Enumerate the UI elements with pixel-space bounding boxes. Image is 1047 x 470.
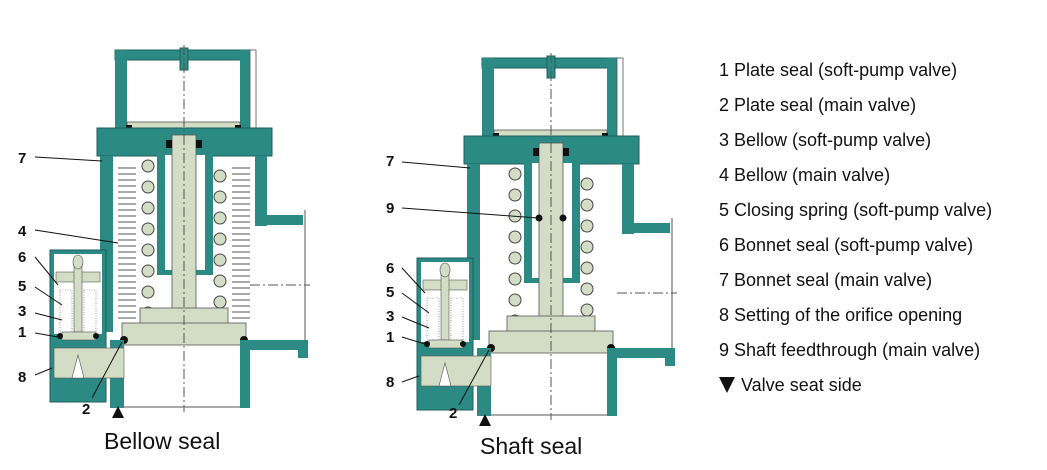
callout-1: 1 (18, 324, 26, 341)
callout-5: 5 (386, 284, 394, 301)
callout-8: 8 (18, 369, 26, 386)
legend-item: 5 Closing spring (soft-pump valve) (719, 200, 993, 220)
legend-item: 2 Plate seal (main valve) (719, 95, 917, 115)
callout-7: 7 (386, 153, 394, 170)
main-bellow (118, 167, 250, 319)
callout-2: 2 (449, 405, 457, 422)
callout-2: 2 (82, 401, 90, 418)
legend-item: 7 Bonnet seal (main valve) (719, 270, 933, 290)
bellow-seal-valve: 7 4 6 5 3 1 8 2 (18, 44, 311, 419)
callout-7: 7 (18, 150, 26, 167)
callout-6: 6 (386, 260, 394, 277)
callout-9: 9 (386, 200, 394, 217)
callout-1: 1 (386, 329, 394, 346)
legend-item: 1 Plate seal (soft-pump valve) (719, 60, 958, 80)
caption-shaft-seal: Shaft seal (480, 433, 583, 459)
callout-5: 5 (18, 278, 26, 295)
valve-seat-label: Valve seat side (741, 375, 862, 395)
shaft-seal-valve: 7 9 6 5 3 1 8 2 (386, 52, 678, 427)
legend: 1 Plate seal (soft-pump valve) 2 Plate s… (719, 58, 992, 408)
callout-3: 3 (386, 308, 394, 325)
callout-4: 4 (18, 223, 27, 240)
legend-item: 4 Bellow (main valve) (719, 165, 891, 185)
callout-3: 3 (18, 303, 26, 320)
legend-item: 3 Bellow (soft-pump valve) (719, 130, 932, 150)
caption-bellow-seal: Bellow seal (104, 428, 221, 454)
callout-8: 8 (386, 374, 394, 391)
legend-item: 9 Shaft feedthrough (main valve) (719, 340, 981, 360)
callout-6: 6 (18, 249, 26, 266)
legend-item: 6 Bonnet seal (soft-pump valve) (719, 235, 974, 255)
valve-seat-triangle-icon (719, 377, 735, 393)
legend-item: 8 Setting of the orifice opening (719, 305, 963, 325)
legend-item-valve-seat: Valve seat side (719, 373, 992, 408)
